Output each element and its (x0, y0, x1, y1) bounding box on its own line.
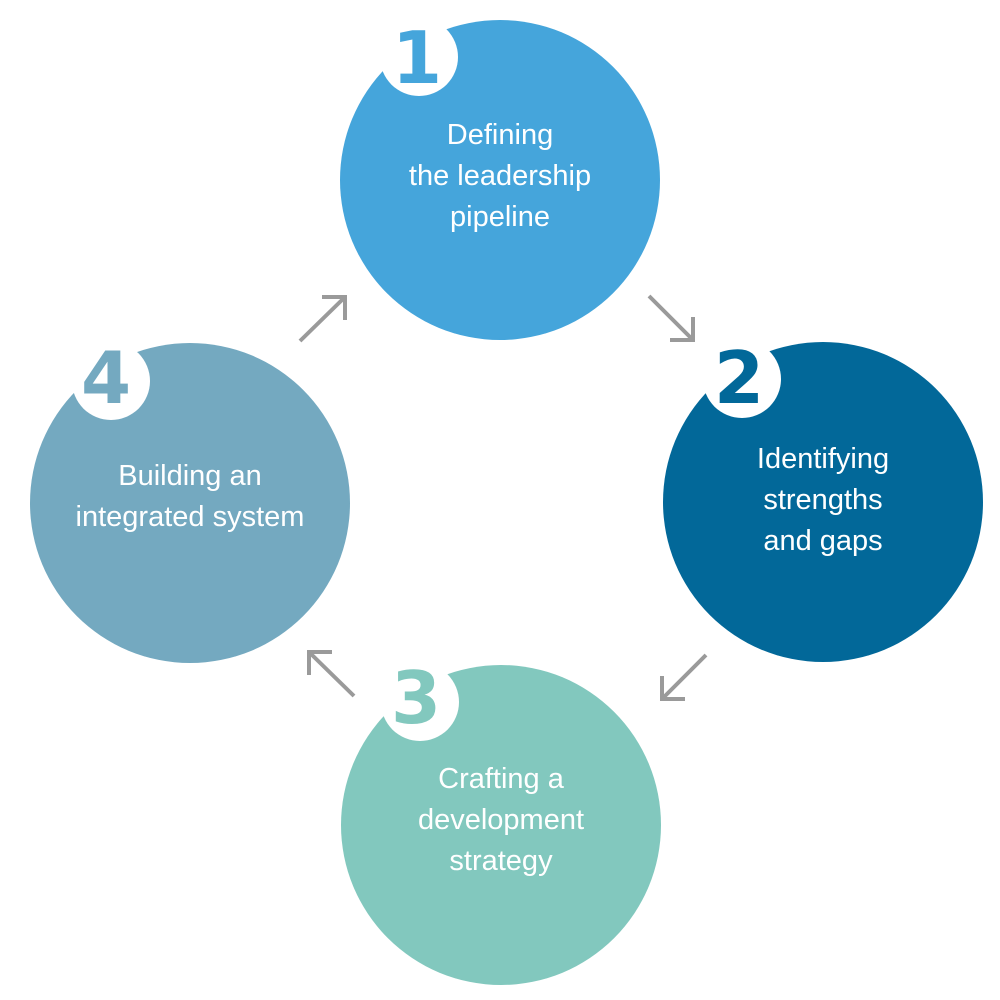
step-1-circle: Defining the leadership pipeline (340, 20, 660, 340)
step-2-label: Identifying strengths and gaps (756, 442, 890, 557)
step-1-number: 1 (391, 16, 443, 100)
arrow-1-to-2-icon (647, 294, 695, 342)
arrow-4-to-1-icon (298, 295, 347, 343)
step-4-number: 4 (80, 336, 132, 420)
step-3-circle: Crafting a development strategy (341, 665, 661, 985)
step-3-label: Crafting a development strategy (417, 762, 585, 877)
step-2-badge (703, 340, 781, 418)
step-2-number: 2 (713, 336, 765, 420)
step-4-label: Building an integrated system (75, 460, 305, 533)
arrow-3-to-4-icon (307, 650, 356, 698)
step-1-badge (380, 18, 458, 96)
step-1-label: Defining the leadership pipeline (408, 118, 592, 233)
arrow-2-to-3-icon (660, 653, 708, 701)
step-3-badge (381, 663, 459, 741)
step-3-number: 3 (390, 656, 442, 740)
step-4-badge (72, 342, 150, 420)
